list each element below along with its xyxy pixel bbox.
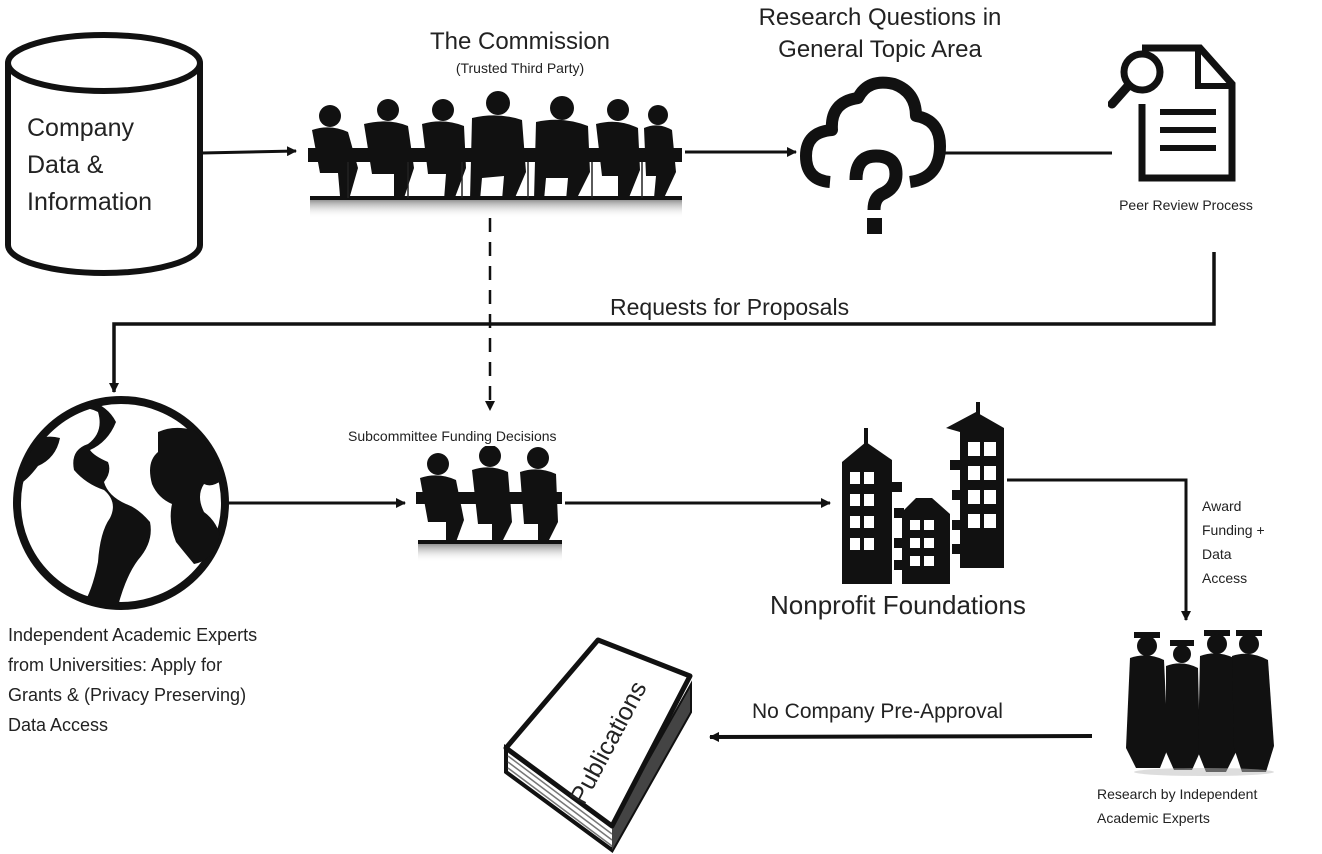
independent-research-label: Research by Independent Academic Experts xyxy=(1097,782,1257,830)
academic-experts-line: Data Access xyxy=(8,715,109,735)
arrow-peer-review-to-experts xyxy=(109,252,1216,393)
award-funding-line: Award xyxy=(1202,498,1242,514)
document-magnifier-icon xyxy=(1108,44,1236,182)
research-questions-line: General Topic Area xyxy=(778,36,982,63)
foundations-label: Nonprofit Foundations xyxy=(770,590,1026,620)
company-data-node: Company Data & Information xyxy=(0,20,210,280)
arrow-foundations-to-research xyxy=(1007,478,1191,621)
subcommittee-label: Subcommittee Funding Decisions xyxy=(348,428,557,444)
meeting-silhouette-icon xyxy=(308,91,682,218)
cloud-question-icon xyxy=(800,76,946,234)
independent-research-line: Research by Independent xyxy=(1097,786,1258,802)
peer-review-label: Peer Review Process xyxy=(1119,197,1253,213)
company-data-label-line: Data & xyxy=(27,151,104,179)
academic-experts-label: Independent Academic Experts from Univer… xyxy=(8,620,257,740)
research-questions-line: Research Questions in xyxy=(758,4,1002,31)
academic-experts-line: Grants & (Privacy Preserving) xyxy=(8,685,247,705)
academic-experts-line: Independent Academic Experts xyxy=(8,625,258,645)
meeting-silhouette-icon xyxy=(416,446,562,562)
buildings-icon xyxy=(842,402,1004,584)
database-cylinder-icon xyxy=(5,32,203,276)
commission-title: The Commission xyxy=(429,28,611,55)
award-funding-line: Data xyxy=(1202,546,1232,562)
company-data-label-line: Company xyxy=(27,114,134,142)
research-questions-label: Research Questions in General Topic Area xyxy=(720,2,1040,66)
requests-for-proposals-label: Requests for Proposals xyxy=(610,294,850,320)
academic-experts-line: from Universities: Apply for xyxy=(8,655,223,675)
arrow-research-to-publications xyxy=(709,731,1093,742)
award-funding-label: Award Funding + Data Access xyxy=(1202,494,1265,590)
globe-icon xyxy=(13,396,229,610)
company-data-label-line: Information xyxy=(27,188,153,216)
award-funding-line: Access xyxy=(1202,570,1248,586)
book-icon: Publications xyxy=(503,637,693,853)
arrow-data-to-commission xyxy=(201,146,297,157)
graduates-silhouette-icon xyxy=(1126,630,1274,776)
award-funding-line: Funding + xyxy=(1202,522,1265,538)
commission-subtitle: (Trusted Third Party) xyxy=(455,60,585,76)
independent-research-line: Academic Experts xyxy=(1097,810,1210,826)
no-preapproval-label: No Company Pre-Approval xyxy=(752,700,1003,723)
